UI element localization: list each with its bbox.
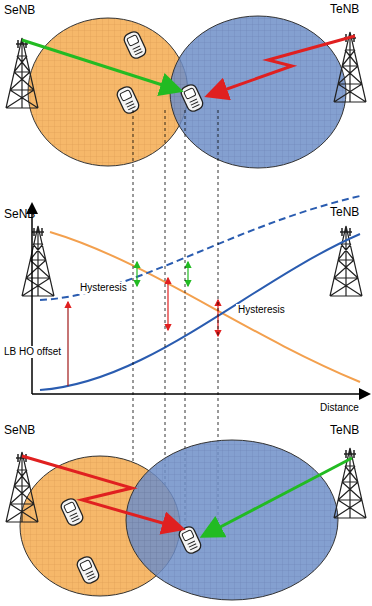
target-cell bbox=[170, 16, 346, 168]
phone bbox=[75, 555, 100, 585]
hysteresis-arrow bbox=[136, 262, 137, 286]
source-cell bbox=[28, 18, 188, 166]
y-axis bbox=[31, 205, 33, 394]
tower bbox=[334, 32, 366, 102]
phone bbox=[177, 525, 202, 555]
station-label: SeNB bbox=[4, 424, 35, 438]
axis-label: Distance bbox=[320, 402, 359, 414]
offset-label: LB HO offset bbox=[2, 346, 63, 358]
tower bbox=[22, 226, 54, 296]
station-label: TeNB bbox=[330, 424, 359, 438]
phone bbox=[59, 497, 84, 527]
phone bbox=[179, 83, 204, 113]
bottom-cells bbox=[20, 440, 338, 600]
target-signal-curve bbox=[40, 234, 360, 390]
hysteresis-arrow bbox=[187, 262, 188, 286]
offset-arrow bbox=[67, 302, 68, 386]
serving-link bbox=[205, 458, 352, 535]
interfering-link bbox=[210, 36, 355, 95]
hysteresis-label: Hysteresis bbox=[78, 282, 129, 294]
station-label: SeNB bbox=[4, 208, 35, 222]
source-signal-curve bbox=[50, 232, 360, 382]
phone bbox=[115, 85, 140, 115]
hysteresis-label: Hysteresis bbox=[236, 304, 287, 316]
tower bbox=[330, 226, 362, 296]
x-axis bbox=[32, 393, 368, 395]
station-label: TeNB bbox=[330, 206, 359, 220]
serving-link bbox=[22, 40, 178, 90]
phone bbox=[122, 30, 147, 60]
tower bbox=[6, 452, 38, 522]
hysteresis-arrow bbox=[167, 278, 168, 330]
interfering-link bbox=[22, 456, 180, 528]
station-label: SeNB bbox=[4, 4, 35, 18]
tower bbox=[6, 38, 38, 108]
top-cells bbox=[28, 16, 346, 168]
offset-target-curve bbox=[40, 196, 360, 300]
hysteresis-arrow bbox=[217, 300, 218, 336]
station-label: TeNB bbox=[330, 3, 359, 17]
